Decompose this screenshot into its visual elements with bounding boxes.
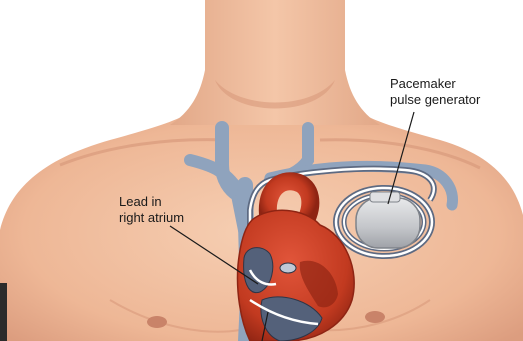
pacemaker-generator	[356, 198, 420, 248]
tricuspid-valve	[280, 263, 296, 273]
label-lead-line2: right atrium	[119, 210, 184, 225]
label-generator-line1: Pacemaker	[390, 76, 456, 91]
label-generator-line2: pulse generator	[390, 92, 481, 107]
left-nipple	[147, 316, 167, 328]
left-edge-strip	[0, 283, 7, 341]
generator-header	[370, 192, 400, 202]
right-nipple	[365, 311, 385, 323]
label-lead-line1: Lead in	[119, 194, 162, 209]
